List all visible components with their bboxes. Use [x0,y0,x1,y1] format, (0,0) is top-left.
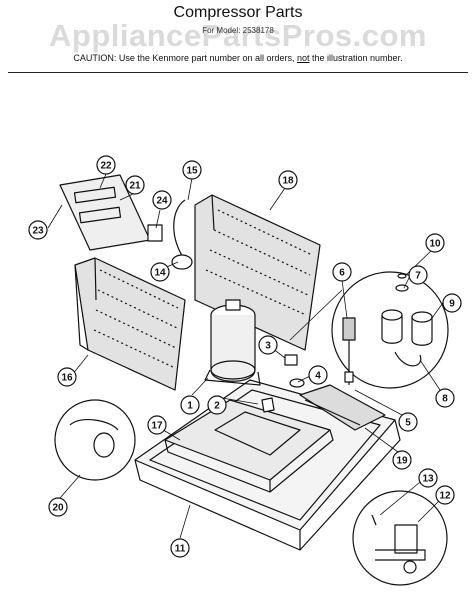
callout-label: 11 [175,544,186,555]
callout-circle [48,497,68,517]
callout-17: 17 [147,415,167,435]
grommet-mount [261,397,275,413]
harness-connector [342,317,356,385]
callout-circle [278,170,298,190]
callout-15: 15 [182,160,202,180]
callout-circle [435,485,455,505]
callout-label: 5 [405,418,411,429]
brace-bracket [299,384,386,431]
caution-emphasis: not [297,53,310,63]
callout-19: 19 [392,450,412,470]
callout-circle [152,190,172,210]
callout-label: 22 [100,161,112,172]
callout-label: 12 [439,491,451,502]
callout-18: 18 [278,170,298,190]
drain-motor-detail [352,490,448,586]
callout-circle [418,468,438,488]
callout-circle [57,367,77,387]
callout-4: 4 [308,365,328,385]
callout-circle [150,262,170,282]
callout-3: 3 [258,335,278,355]
callout-label: 2 [214,401,220,412]
callout-10: 10 [425,233,445,253]
callout-label: 8 [442,394,448,405]
callout-circle [28,220,48,240]
callout-16: 16 [57,367,77,387]
callout-label: 10 [429,239,441,250]
control-bracket [59,174,163,251]
callout-label: 19 [396,456,408,467]
callout-label: 20 [52,503,64,514]
model-subtitle: For Model: 2538178 [202,26,274,35]
callout-circle [258,335,278,355]
callout-circle [170,538,190,558]
callout-6: 6 [332,262,352,282]
callout-label: 17 [151,421,163,432]
callout-label: 7 [415,271,421,282]
callout-label: 6 [339,268,345,279]
callout-circle [207,395,227,415]
callout-13: 13 [418,468,438,488]
callout-circle [308,365,328,385]
callout-14: 14 [150,262,170,282]
callout-23: 23 [28,220,48,240]
callout-24: 24 [152,190,172,210]
caution-suffix: the illustration number. [309,53,403,63]
callout-circle [435,388,455,408]
terminal-detail [54,399,136,481]
callout-21: 21 [125,175,145,195]
callout-label: 16 [61,373,73,384]
callout-circle [425,233,445,253]
callout-circle [392,450,412,470]
callout-circle [147,415,167,435]
header-divider [8,72,468,73]
callout-circle [182,160,202,180]
callout-circle [96,155,116,175]
callout-label: 1 [187,401,193,412]
drain-pan [164,399,334,493]
callout-label: 24 [156,196,168,207]
compressor [204,299,261,386]
callout-label: 13 [422,474,434,485]
callout-2: 2 [207,395,227,415]
callout-22: 22 [96,155,116,175]
callout-label: 14 [154,268,166,279]
callout-5: 5 [398,412,418,432]
overload-protector [284,354,305,388]
callout-7: 7 [408,265,428,285]
callout-circle [332,262,352,282]
callout-circle [408,265,428,285]
callout-12: 12 [435,485,455,505]
watermark: AppliancePartsPros.com [49,18,427,53]
callout-label: 4 [315,371,321,382]
callout-1: 1 [180,395,200,415]
leader-lines [47,173,446,539]
capacitor-detail [331,271,449,389]
caution-note: CAUTION: Use the Kenmore part number on … [0,53,476,63]
callout-20: 20 [48,497,68,517]
callout-circle [398,412,418,432]
callout-11: 11 [170,538,190,558]
capillary-tube [171,199,193,270]
callout-8: 8 [435,388,455,408]
callout-label: 18 [282,176,294,187]
callout-label: 23 [32,226,44,237]
callout-circle [442,293,462,313]
callout-label: 21 [129,181,141,192]
callout-9: 9 [442,293,462,313]
caution-prefix: CAUTION: Use the Kenmore part number on … [73,53,297,63]
coil-panel-left [74,257,186,391]
callout-circle [180,395,200,415]
callout-label: 3 [265,341,271,352]
callout-label: 9 [449,299,455,310]
page-title: Compressor Parts [173,4,303,21]
callout-label: 15 [186,166,198,177]
callout-circle [125,175,145,195]
